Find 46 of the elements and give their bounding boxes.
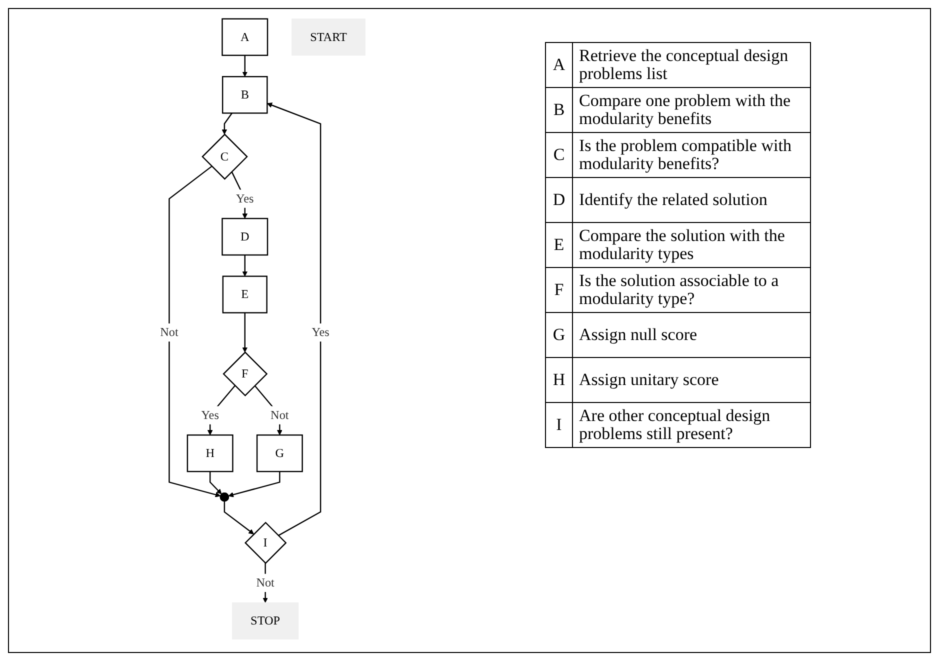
step-letter: F [546, 268, 572, 312]
node-diamond: F [223, 351, 268, 396]
arrow [228, 472, 281, 498]
edge-label: Yes [312, 326, 330, 340]
arrow [222, 112, 233, 135]
step-description: Is the problem compatible with modularity benefits? [572, 132, 810, 178]
step-letter: C [546, 132, 572, 178]
step-description: Assign null score [572, 312, 810, 358]
step-letter: E [546, 222, 572, 268]
edge-label: Not [256, 576, 275, 590]
step-description: Compare one problem with the modularity benefits [572, 88, 810, 132]
arrow [242, 254, 248, 276]
step-letter: H [546, 358, 572, 402]
step-letter: A [546, 42, 572, 88]
arrow [254, 385, 283, 436]
step-letter: G [546, 312, 572, 358]
step-description: Compare the solution with the modularity types [572, 222, 810, 268]
node-box: E [222, 276, 268, 314]
arrow [242, 55, 248, 77]
node-diamond: C [202, 134, 248, 180]
node-box: D [222, 218, 269, 256]
step-letter: B [546, 88, 572, 132]
arrow [224, 501, 254, 534]
step-letter: D [546, 178, 572, 222]
arrow [210, 472, 222, 494]
step-letter: I [546, 402, 572, 448]
node-box: H [187, 434, 234, 472]
node-box: STOP [232, 602, 299, 640]
node-box: A [222, 18, 269, 56]
edge-label: Not [160, 326, 179, 340]
arrow [169, 166, 221, 498]
node-diamond: I [244, 522, 288, 564]
arrow [242, 312, 248, 353]
node-box: B [222, 76, 268, 114]
step-description: Are other conceptual design problems still present? [572, 402, 810, 448]
step-description: Identify the related solution [572, 178, 810, 222]
arrow [267, 102, 322, 536]
edge-label: Not [270, 408, 290, 422]
node-box: G [256, 434, 304, 472]
step-description: Retrieve the conceptual design problems list [572, 42, 810, 88]
edge-label: Yes [236, 192, 254, 206]
step-description: Assign unitary score [572, 358, 810, 402]
step-description: Is the solution associable to a modularity type? [572, 268, 810, 312]
arrow [208, 385, 236, 436]
edge-label: Yes [202, 408, 220, 422]
arrow [232, 171, 248, 219]
